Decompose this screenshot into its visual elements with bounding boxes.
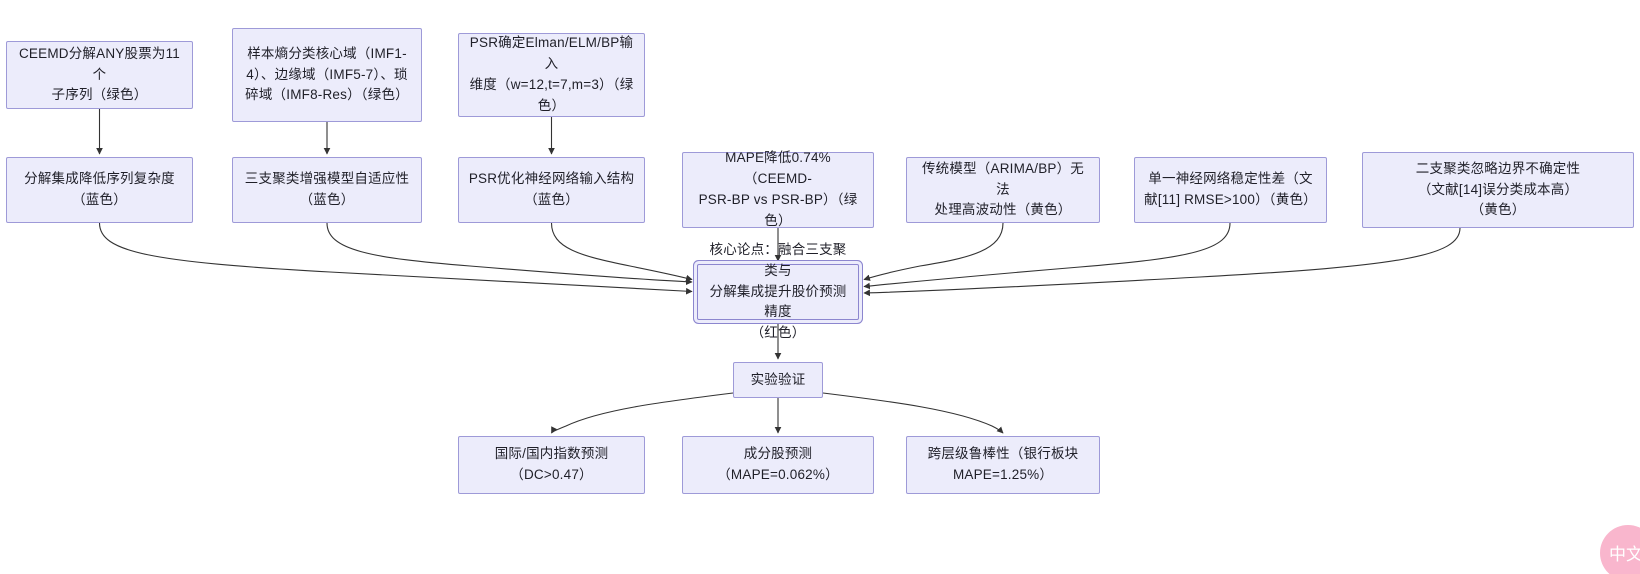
node-label: 二支聚类忽略边界不确定性 （文献[14]误分类成本高） （黄色） (1415, 160, 1581, 218)
watermark-text: 中文 (1609, 544, 1640, 564)
node-gap-single-nn[interactable]: 单一神经网络稳定性差（文 献[11] RMSE>100）（黄色） (1134, 157, 1327, 223)
node-outcome-robustness[interactable]: 跨层级鲁棒性（银行板块 MAPE=1.25%） (906, 436, 1100, 494)
node-core-claim[interactable]: 核心论点：融合三支聚类与 分解集成提升股价预测精度 （红色） (697, 242, 859, 340)
edge-single-nn-to-core (863, 222, 1231, 290)
node-label: 样本熵分类核心域（IMF1- 4）、边缘域（IMF5-7）、琐 碎域（IMF8-… (245, 45, 409, 103)
node-claim-input-structure[interactable]: PSR优化神经网络输入结构 （蓝色） (458, 157, 645, 223)
node-result-mape[interactable]: MAPE降低0.74%（CEEMD- PSR-BP vs PSR-BP）（绿 色… (682, 150, 874, 228)
node-label: 成分股预测 （MAPE=0.062%） (717, 446, 839, 482)
node-outcome-constituent[interactable]: 成分股预测 （MAPE=0.062%） (682, 436, 874, 494)
node-claim-complexity[interactable]: 分解集成降低序列复杂度 （蓝色） (6, 157, 193, 223)
node-label: 核心论点：融合三支聚类与 分解集成提升股价预测精度 （红色） (709, 241, 847, 341)
node-label: 传统模型（ARIMA/BP）无法 处理高波动性（黄色） (921, 160, 1084, 218)
node-gap-traditional[interactable]: 传统模型（ARIMA/BP）无法 处理高波动性（黄色） (906, 157, 1100, 223)
edge-input-structure-to-core (550, 222, 693, 282)
edge-experiment-to-index (551, 392, 734, 434)
node-label: CEEMD分解ANY股票为11个 子序列（绿色） (18, 45, 181, 103)
node-evidence-sample-entropy[interactable]: 样本熵分类核心域（IMF1- 4）、边缘域（IMF5-7）、琐 碎域（IMF8-… (232, 28, 422, 122)
node-label: PSR确定Elman/ELM/BP输入 维度（w=12,t=7,m=3）（绿 色… (469, 35, 634, 113)
edge-two-way-to-core (863, 227, 1461, 297)
edge-traditional-to-core (863, 222, 1004, 281)
node-label: MAPE降低0.74%（CEEMD- PSR-BP vs PSR-BP）（绿 色… (698, 150, 858, 228)
node-claim-adaptivity[interactable]: 三支聚类增强模型自适应性 （蓝色） (232, 157, 422, 223)
node-experiment-validation[interactable]: 实验验证 (733, 362, 823, 398)
watermark-badge: 中文 (1600, 525, 1640, 574)
node-gap-two-way-clustering[interactable]: 二支聚类忽略边界不确定性 （文献[14]误分类成本高） （黄色） (1362, 152, 1634, 228)
edge-complexity-to-core (98, 222, 693, 295)
node-label: 分解集成降低序列复杂度 （蓝色） (24, 171, 175, 207)
node-label: 单一神经网络稳定性差（文 献[11] RMSE>100）（黄色） (1144, 171, 1317, 207)
edge-adaptivity-to-core (326, 222, 693, 286)
node-evidence-psr[interactable]: PSR确定Elman/ELM/BP输入 维度（w=12,t=7,m=3）（绿 色… (458, 33, 645, 117)
node-evidence-ceemd[interactable]: CEEMD分解ANY股票为11个 子序列（绿色） (6, 41, 193, 109)
node-outcome-index[interactable]: 国际/国内指数预测 （DC>0.47） (458, 436, 645, 494)
edge-experiment-to-robustness (822, 392, 1004, 434)
node-label: 三支聚类增强模型自适应性 （蓝色） (244, 171, 410, 207)
node-label: 实验验证 (750, 371, 806, 387)
node-label: PSR优化神经网络输入结构 （蓝色） (468, 171, 635, 207)
node-label: 跨层级鲁棒性（银行板块 MAPE=1.25%） (927, 446, 1079, 482)
node-label: 国际/国内指数预测 （DC>0.47） (494, 446, 609, 482)
